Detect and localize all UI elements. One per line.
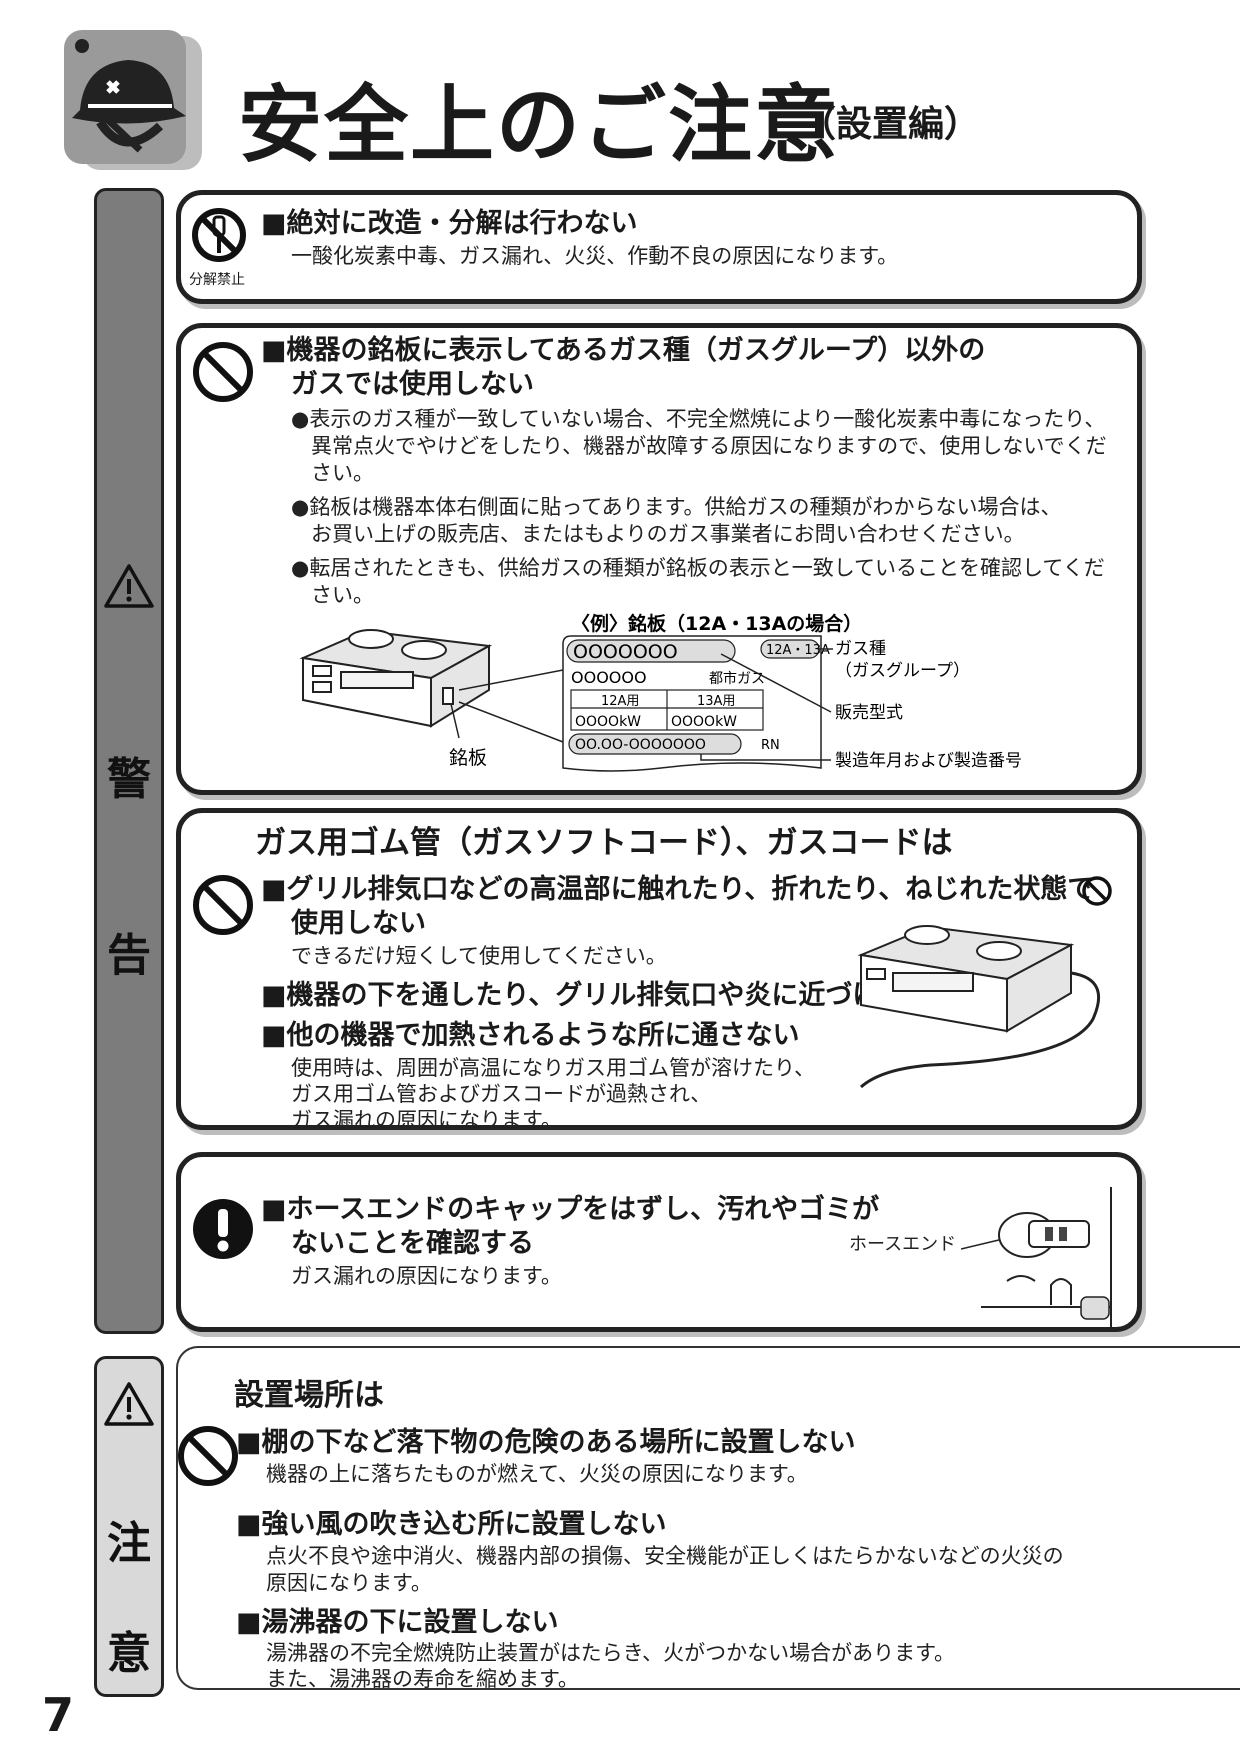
box3-item1-line1: ■グリル排気口などの高温部に触れたり、折れたり、ねじれた状態で xyxy=(261,874,1095,905)
box5-section-title: 設置場所は xyxy=(234,1378,384,1413)
prohibited-icon xyxy=(178,1426,238,1486)
plate-col2-header: 13A用 xyxy=(697,694,735,709)
warning-box-gas-type: ■機器の銘板に表示してあるガス種（ガスグループ）以外の ガスでは使用しない ●表… xyxy=(176,323,1142,795)
box2-heading-line2: ガスでは使用しない xyxy=(291,369,534,400)
box2-bullet3-line2: さい。 xyxy=(311,583,374,607)
mandatory-action-icon xyxy=(193,1199,253,1259)
callout-model: 販売型式 xyxy=(835,703,903,723)
caution-box-installation: 設置場所は ■棚の下など落下物の危険のある場所に設置しない 機器の上に落ちたもの… xyxy=(176,1346,1240,1691)
box4-heading-line2: ないことを確認する xyxy=(291,1228,534,1259)
plate-top-text: OOOOOOO xyxy=(573,641,678,663)
page-number: 7 xyxy=(42,1688,75,1742)
box5-item2-body-line1: 点火不良や途中消火、機器内部の損傷、安全機能が正しくはたらかないなどの火災の xyxy=(266,1544,1064,1568)
box5-item1-heading: ■棚の下など落下物の危険のある場所に設置しない xyxy=(236,1427,856,1458)
plate-serial-suffix: RN xyxy=(761,738,780,753)
plate-col1-header: 12A用 xyxy=(601,694,639,709)
hose-end-illustration xyxy=(961,1187,1112,1327)
prohibited-icon xyxy=(193,875,253,935)
box3-item2-heading: ■機器の下を通したり、グリル排気口や炎に近づけない xyxy=(261,980,934,1011)
callout-gas-type: ガス種 xyxy=(835,639,886,659)
rating-plate-diagram: 銘板 〈例〉銘板（12A・13Aの場合） OOOOOOO OOOOOO 都市ガス… xyxy=(299,612,1022,772)
no-disassembly-icon xyxy=(192,208,246,262)
hose-end-label: ホースエンド xyxy=(849,1234,957,1255)
box1-body: 一酸化炭素中毒、ガス漏れ、火災、作動不良の原因になります。 xyxy=(291,244,899,268)
safety-helmet-icon xyxy=(64,30,202,170)
stove-hose-illustration xyxy=(857,876,1112,1089)
box2-bullet1-line2: 異常点火でやけどをしたり、機器が故障する原因になりますので、使用しないでくだ xyxy=(311,434,1107,458)
warning-box-hose-end: ■ホースエンドのキャップをはずし、汚れやゴミが ないことを確認する ガス漏れの原… xyxy=(176,1152,1142,1332)
callout-gas-group: （ガスグループ） xyxy=(835,661,970,681)
box5-item3-heading: ■湯沸器の下に設置しない xyxy=(236,1607,559,1638)
stove-plate-label: 銘板 xyxy=(449,747,487,769)
box5-item2-body-line2: 原因になります。 xyxy=(266,1571,432,1595)
warning-side-tab: 警 告 xyxy=(94,188,164,1334)
box5-item3-body-line1: 湯沸器の不完全燃焼防止装置がはたらき、火がつかない場合があります。 xyxy=(266,1641,956,1665)
box1-heading: ■絶対に改造・分解は行わない xyxy=(261,208,638,239)
box3-item3-body-line3: ガス漏れの原因になります。 xyxy=(291,1108,562,1132)
box2-bullet1-line3: さい。 xyxy=(311,461,374,485)
caution-side-tab: 注 意 xyxy=(94,1356,164,1697)
warning-box-gas-hose: ガス用ゴム管（ガスソフトコード）、ガスコードは ■グリル排気口などの高温部に触れ… xyxy=(176,808,1142,1132)
warning-label-char-2: 告 xyxy=(107,930,151,981)
box2-bullet2-line1: ●銘板は機器本体右側面に貼ってあります。供給ガスの種類がわからない場合は、 xyxy=(291,495,1062,519)
box3-item1-line2: 使用しない xyxy=(291,908,426,939)
box2-bullet3-line1: ●転居されたときも、供給ガスの種類が銘板の表示と一致していることを確認してくだ xyxy=(291,556,1105,580)
caution-label-char-2: 意 xyxy=(107,1628,151,1679)
plate-serial: OO.OO-OOOOOOO xyxy=(575,737,706,753)
box2-bullet2-line2: お買い上げの販売店、またはもよりのガス事業者にお問い合わせください。 xyxy=(311,522,1025,546)
box3-item1-body: できるだけ短くして使用してください。 xyxy=(291,944,667,968)
box3-item3-body-line2: ガス用ゴム管およびガスコードが過熱され、 xyxy=(291,1082,712,1106)
caution-triangle-icon xyxy=(104,1382,154,1426)
callout-serial: 製造年月および製造番号 xyxy=(835,751,1022,771)
prohibited-icon xyxy=(193,342,253,402)
warning-triangle-icon xyxy=(104,564,154,608)
box3-item3-heading: ■他の機器で加熱されるような所に通さない xyxy=(261,1020,800,1051)
plate-col2-value: OOOOkW xyxy=(671,714,737,730)
warning-label-char-1: 警 xyxy=(107,754,151,805)
plate-model-text: OOOOOO xyxy=(571,668,647,687)
no-disassembly-caption: 分解禁止 xyxy=(189,272,245,288)
box5-item3-body-line2: また、湯沸器の寿命を縮めます。 xyxy=(266,1667,579,1691)
plate-city-gas: 都市ガス xyxy=(709,670,765,687)
box4-heading-line1: ■ホースエンドのキャップをはずし、汚れやゴミが xyxy=(261,1194,880,1225)
box2-heading-line1: ■機器の銘板に表示してあるガス種（ガスグループ）以外の xyxy=(261,335,986,366)
box4-body: ガス漏れの原因になります。 xyxy=(291,1264,562,1288)
box2-bullet1-line1: ●表示のガス種が一致していない場合、不完全燃焼により一酸化炭素中毒になったり、 xyxy=(291,407,1106,431)
diagram-caption: 〈例〉銘板（12A・13Aの場合） xyxy=(571,612,862,635)
box3-section-title: ガス用ゴム管（ガスソフトコード）、ガスコードは xyxy=(255,825,953,861)
box3-item3-body-line1: 使用時は、周囲が高温になりガス用ゴム管が溶けたり、 xyxy=(291,1056,816,1080)
page-subtitle: （設置編） xyxy=(800,103,981,145)
plate-col1-value: OOOOkW xyxy=(575,714,641,730)
plate-gas-type-badge: 12A・13A xyxy=(766,643,830,658)
warning-box-no-disassembly: 分解禁止 ■絶対に改造・分解は行わない 一酸化炭素中毒、ガス漏れ、火災、作動不良… xyxy=(176,190,1142,304)
caution-label-char-1: 注 xyxy=(107,1518,151,1569)
stove-illustration xyxy=(299,629,493,728)
box5-item2-heading: ■強い風の吹き込む所に設置しない xyxy=(236,1509,667,1540)
page-title: 安全上のご注意 xyxy=(238,75,841,174)
box5-item1-body: 機器の上に落ちたものが燃えて、火災の原因になります。 xyxy=(266,1462,808,1486)
small-prohibited-icon xyxy=(1082,876,1112,906)
